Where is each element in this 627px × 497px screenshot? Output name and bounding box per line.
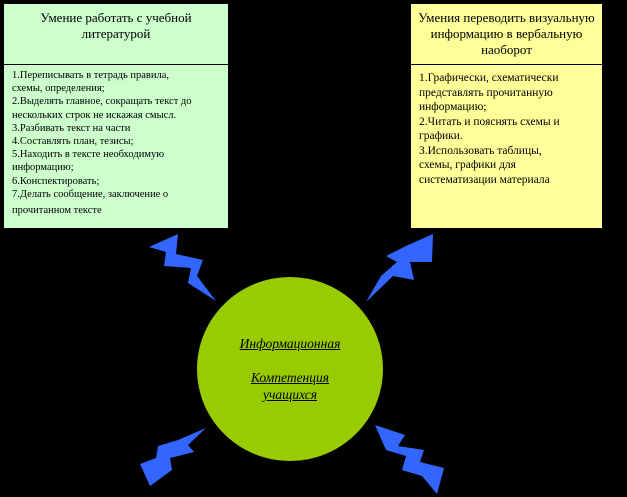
list-item: 5.Находить в тексте необходимую [12, 149, 165, 161]
list-item: 1.Графически, схематически [419, 72, 559, 84]
list-item: представлять прочитанную [419, 86, 553, 99]
right-title-line: Умения переводить [418, 10, 526, 25]
list-item: информацию; [419, 101, 487, 113]
list-item: информацию; [12, 162, 74, 174]
list-item: схемы, графики для [419, 159, 516, 171]
lightning-bolt-icon [366, 234, 433, 302]
left-title-line: литературой [81, 26, 151, 41]
list-item: 2.Выделять главное, сокращать текст до [12, 96, 192, 108]
list-item: нескольких строк не искажая смысл. [12, 109, 177, 121]
right-skill-box-title: Умения переводить визуальную информацию … [411, 4, 602, 65]
center-label-line: Компетенция [250, 370, 330, 385]
left-skill-box: Умение работать с учебной литературой 1.… [3, 3, 229, 229]
central-competence-circle: Информационная Компетенция учащихся [196, 276, 384, 462]
list-item: систематизации материала [419, 173, 550, 186]
list-item: 4.Составлять план, тезисы; [12, 136, 134, 148]
right-skill-list: 1.Графически, схематически представлять … [411, 65, 602, 187]
right-title-line: визуальную информацию в [430, 10, 595, 41]
list-item: схемы, определения; [12, 83, 105, 95]
center-label-line: Информационная [239, 336, 341, 351]
lightning-bolt-icon [149, 234, 216, 301]
lightning-bolt-icon [375, 425, 444, 494]
left-skill-box-title: Умение работать с учебной литературой [4, 4, 228, 65]
right-skill-box: Умения переводить визуальную информацию … [410, 3, 603, 229]
list-item: 3.Разбивать текст на части [12, 122, 131, 134]
list-item: графики. [419, 130, 463, 142]
list-item: 1.Переписывать в тетрадь правила, [12, 70, 170, 81]
left-title-line: Умение работать с учебной [40, 10, 192, 25]
center-label-line: учащихся [262, 387, 318, 402]
right-title-line: вербальную наоборот [481, 26, 583, 57]
list-item: 7.Делать сообщение, заключение о [12, 188, 169, 200]
list-item: 6.Конспектировать; [12, 175, 100, 187]
list-item: 3.Использовать таблицы, [419, 144, 542, 157]
lightning-bolt-icon [140, 428, 206, 486]
list-item: прочитанном тексте [12, 205, 102, 217]
left-skill-list: 1.Переписывать в тетрадь правила, схемы,… [4, 65, 228, 217]
list-item: 2.Читать и пояснять схемы и [419, 115, 560, 128]
